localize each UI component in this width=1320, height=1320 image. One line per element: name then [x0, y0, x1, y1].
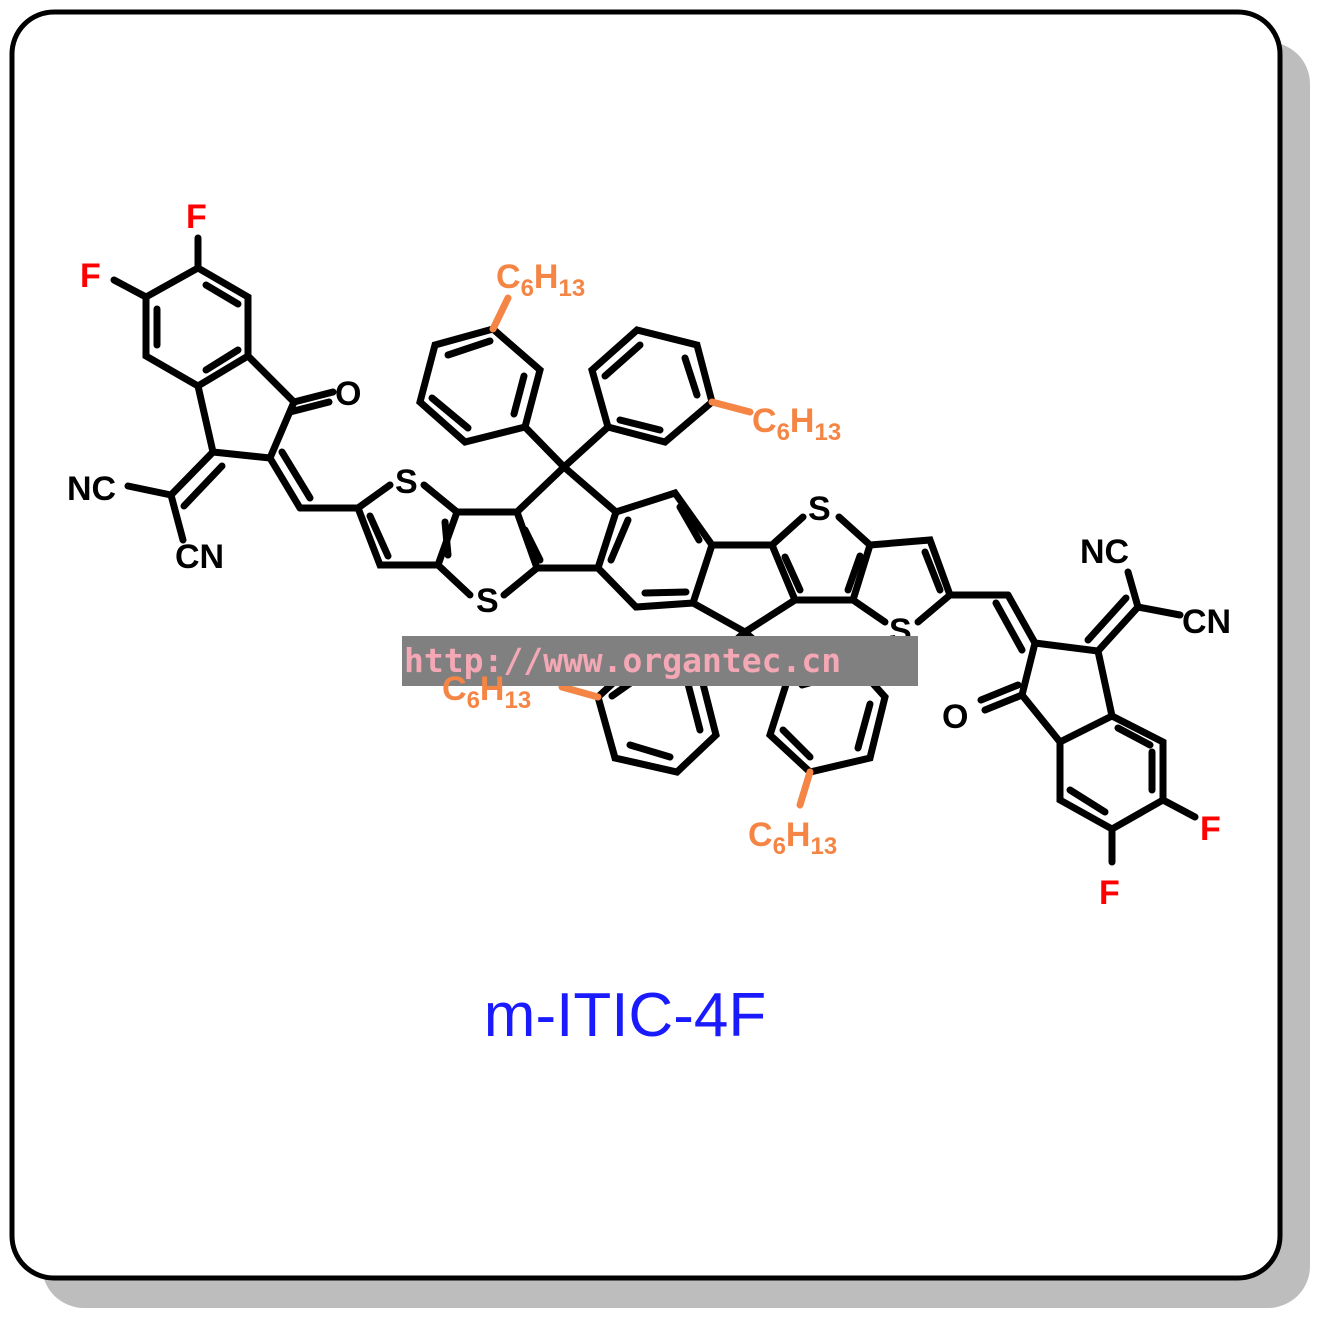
alkyl-bonds [489, 294, 814, 809]
nitrile-label: CN [1182, 603, 1231, 641]
nitrile-label: CN [175, 538, 224, 576]
molecule-name: m-ITIC-4F [484, 981, 766, 1050]
sulfur-label: S [808, 490, 831, 528]
sulfur-label: S [476, 582, 499, 620]
watermark-text: http://www.organtec.cn [404, 641, 841, 680]
hexyl-labels: C6H13 C6H13 C6H13 [496, 258, 841, 860]
fluorine-label: F [186, 198, 207, 236]
hexyl-label: C6H13 [752, 402, 841, 446]
atom-labels: F F O NC CN S S S S NC CN O F F [67, 198, 1231, 912]
fluorine-label: F [1200, 810, 1221, 848]
nitrile-label: NC [1080, 533, 1129, 571]
hexyl-label: C6H13 [496, 258, 585, 302]
hexyl-label: C6H13 [442, 670, 531, 714]
fluorine-label: F [80, 257, 101, 295]
sulfur-label: S [395, 463, 418, 501]
hexyl-label: C6H13 [748, 816, 837, 860]
oxygen-label: O [335, 375, 361, 413]
oxygen-label: O [942, 698, 968, 736]
fluorine-label: F [1099, 874, 1120, 912]
watermark-box [402, 636, 918, 686]
nitrile-label: NC [67, 470, 116, 508]
